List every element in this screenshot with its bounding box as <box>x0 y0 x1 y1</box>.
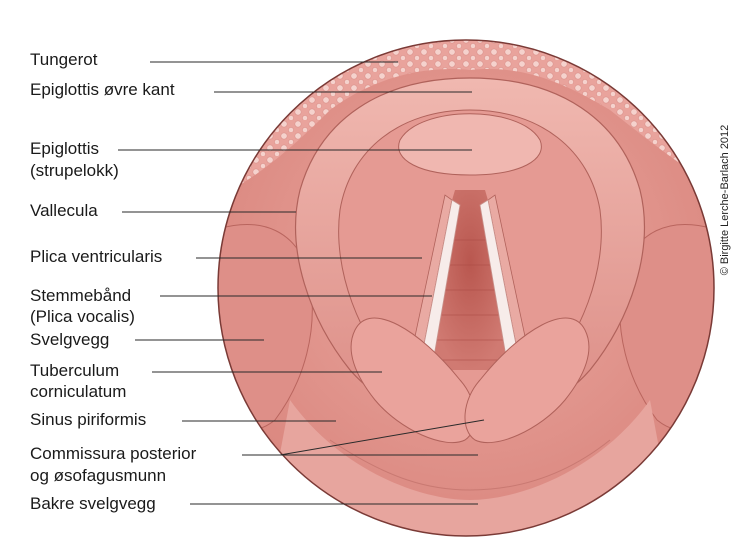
label-stemmebaand-sub: (Plica vocalis) <box>30 307 135 326</box>
right-tubercle <box>464 317 590 444</box>
label-bakre-svelgvegg: Bakre svelgvegg <box>30 494 156 513</box>
copyright-credit: © Birgitte Lerche-Barlach 2012 <box>719 124 731 276</box>
label-stemmebaand: Stemmebånd <box>30 286 132 305</box>
label-commissura: Commissura posterior <box>30 444 197 463</box>
epiglottis-lid <box>398 113 542 176</box>
label-epiglottis-sub: (strupelokk) <box>30 161 119 180</box>
label-tungerot: Tungerot <box>30 50 98 69</box>
label-plica-ventricularis: Plica ventricularis <box>30 247 163 266</box>
label-tuberculum-sub: corniculatum <box>30 382 127 401</box>
left-tubercle <box>350 317 476 444</box>
anatomy-illustration <box>218 40 714 536</box>
label-sinus-piriformis: Sinus piriformis <box>30 410 147 429</box>
label-svelgvegg: Svelgvegg <box>30 330 110 349</box>
leader-lines <box>118 61 485 505</box>
label-commissura-sub: og øsofagusmunn <box>30 466 167 485</box>
view-circle-outline <box>217 39 715 537</box>
label-epiglottis: Epiglottis <box>30 139 99 158</box>
label-vallecula: Vallecula <box>30 201 98 220</box>
label-tuberculum: Tuberculum <box>30 361 120 380</box>
label-epiglottis-ovre-kant: Epiglottis øvre kant <box>30 80 175 99</box>
